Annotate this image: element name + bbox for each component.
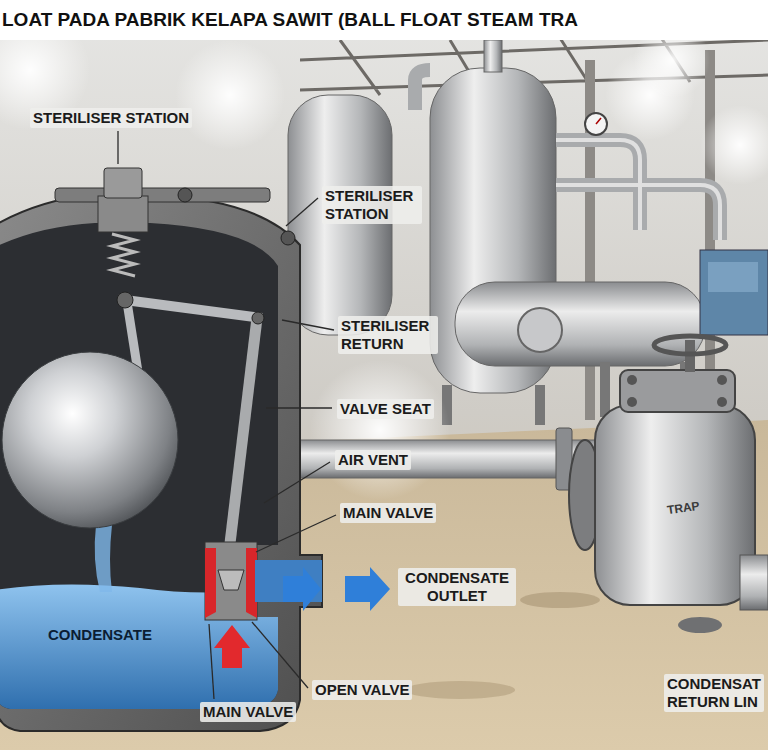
steam-clouds-part <box>310 360 450 500</box>
leader-lines-part <box>286 198 318 226</box>
trap-cutaway-body-part <box>0 223 278 709</box>
nameplate-text: TRAP <box>663 497 704 519</box>
callout-label: STERILISER RETURN <box>338 316 438 354</box>
leader-lines-part <box>266 407 332 408</box>
steam-trap-exterior-part <box>654 336 726 354</box>
leader-lines-part <box>209 624 214 699</box>
steam-trap-exterior-part <box>717 375 727 385</box>
trap-cutaway-body-part <box>0 195 322 731</box>
trap-cutaway-body-part <box>55 188 270 202</box>
valve-assembly <box>205 542 322 668</box>
steam-trap-exterior-part <box>740 555 768 610</box>
leader-lines <box>118 131 336 699</box>
main-pipe-part <box>300 440 600 478</box>
float-mechanism-part <box>228 318 257 560</box>
flow-arrows <box>283 567 390 611</box>
part-label: MAIN VALVE <box>340 503 436 523</box>
valve-assembly-part <box>218 570 244 590</box>
condensate-water <box>0 525 278 709</box>
steriliser-tanks-part <box>700 250 768 335</box>
float-mechanism-part <box>252 312 264 324</box>
float-mechanism <box>2 292 264 560</box>
valve-assembly-part <box>214 625 250 668</box>
steam-trap-exterior-part <box>627 375 637 385</box>
leader-lines-part <box>252 622 308 688</box>
callout-label: STERILISER STATION <box>322 186 422 224</box>
steam-trap-exterior <box>569 336 768 633</box>
valve-assembly-part <box>205 542 257 620</box>
condensate-water-part <box>95 525 112 592</box>
page-title: LOAT PADA PABRIK KELAPA SAWIT (BALL FLOA… <box>0 0 768 40</box>
callout-label: STERILISER STATION <box>30 108 192 128</box>
float-mechanism-part <box>2 352 178 528</box>
leader-lines-part <box>117 131 118 164</box>
factory-background-part <box>405 681 515 699</box>
factory-background-part <box>520 592 600 608</box>
steam-clouds-part <box>175 40 285 150</box>
steriliser-tanks-part <box>585 113 607 135</box>
float-mechanism-part <box>125 300 262 318</box>
steam-trap-exterior-part <box>620 370 735 412</box>
steriliser-tanks-part <box>556 140 720 240</box>
steam-trap-exterior-part <box>595 405 755 605</box>
part-label: VALVE SEAT <box>337 399 434 419</box>
part-label: MAIN VALVE <box>200 702 296 722</box>
fluid-label: CONDENSATE <box>45 625 155 645</box>
trap-cutaway-body-part <box>98 196 148 232</box>
trap-cutaway-body-part <box>104 168 142 198</box>
leader-lines-part <box>282 320 334 330</box>
steriliser-tanks-part <box>535 385 545 425</box>
steam-clouds-part <box>700 105 768 185</box>
trap-cutaway-body-part <box>281 231 295 245</box>
flow-label: CONDENSATE OUTLET <box>398 568 516 606</box>
main-pipe <box>300 428 600 490</box>
steriliser-tanks-part <box>518 308 562 352</box>
steam-trap-exterior-part <box>717 397 727 407</box>
part-label: OPEN VALVE <box>312 680 412 700</box>
trap-cutaway-body-part <box>112 234 135 276</box>
valve-assembly-part <box>205 548 216 618</box>
leader-lines-part <box>264 462 330 503</box>
trap-cutaway-body-part <box>178 188 192 202</box>
steriliser-tanks-part <box>600 362 610 417</box>
steriliser-tanks-part <box>708 262 758 292</box>
steriliser-tanks-part <box>596 118 601 124</box>
part-label: AIR VENT <box>335 450 411 470</box>
flow-arrows-part <box>345 567 390 611</box>
line-label: CONDENSAT RETURN LIN <box>664 674 764 712</box>
steam-trap-exterior-part <box>678 617 722 633</box>
flow-arrows-part <box>283 567 321 611</box>
steam-trap-exterior-part <box>627 397 637 407</box>
trap-cutaway-body <box>0 168 322 731</box>
steriliser-tanks-part <box>484 40 502 72</box>
float-mechanism-part <box>117 292 133 308</box>
leader-lines-part <box>256 515 336 552</box>
